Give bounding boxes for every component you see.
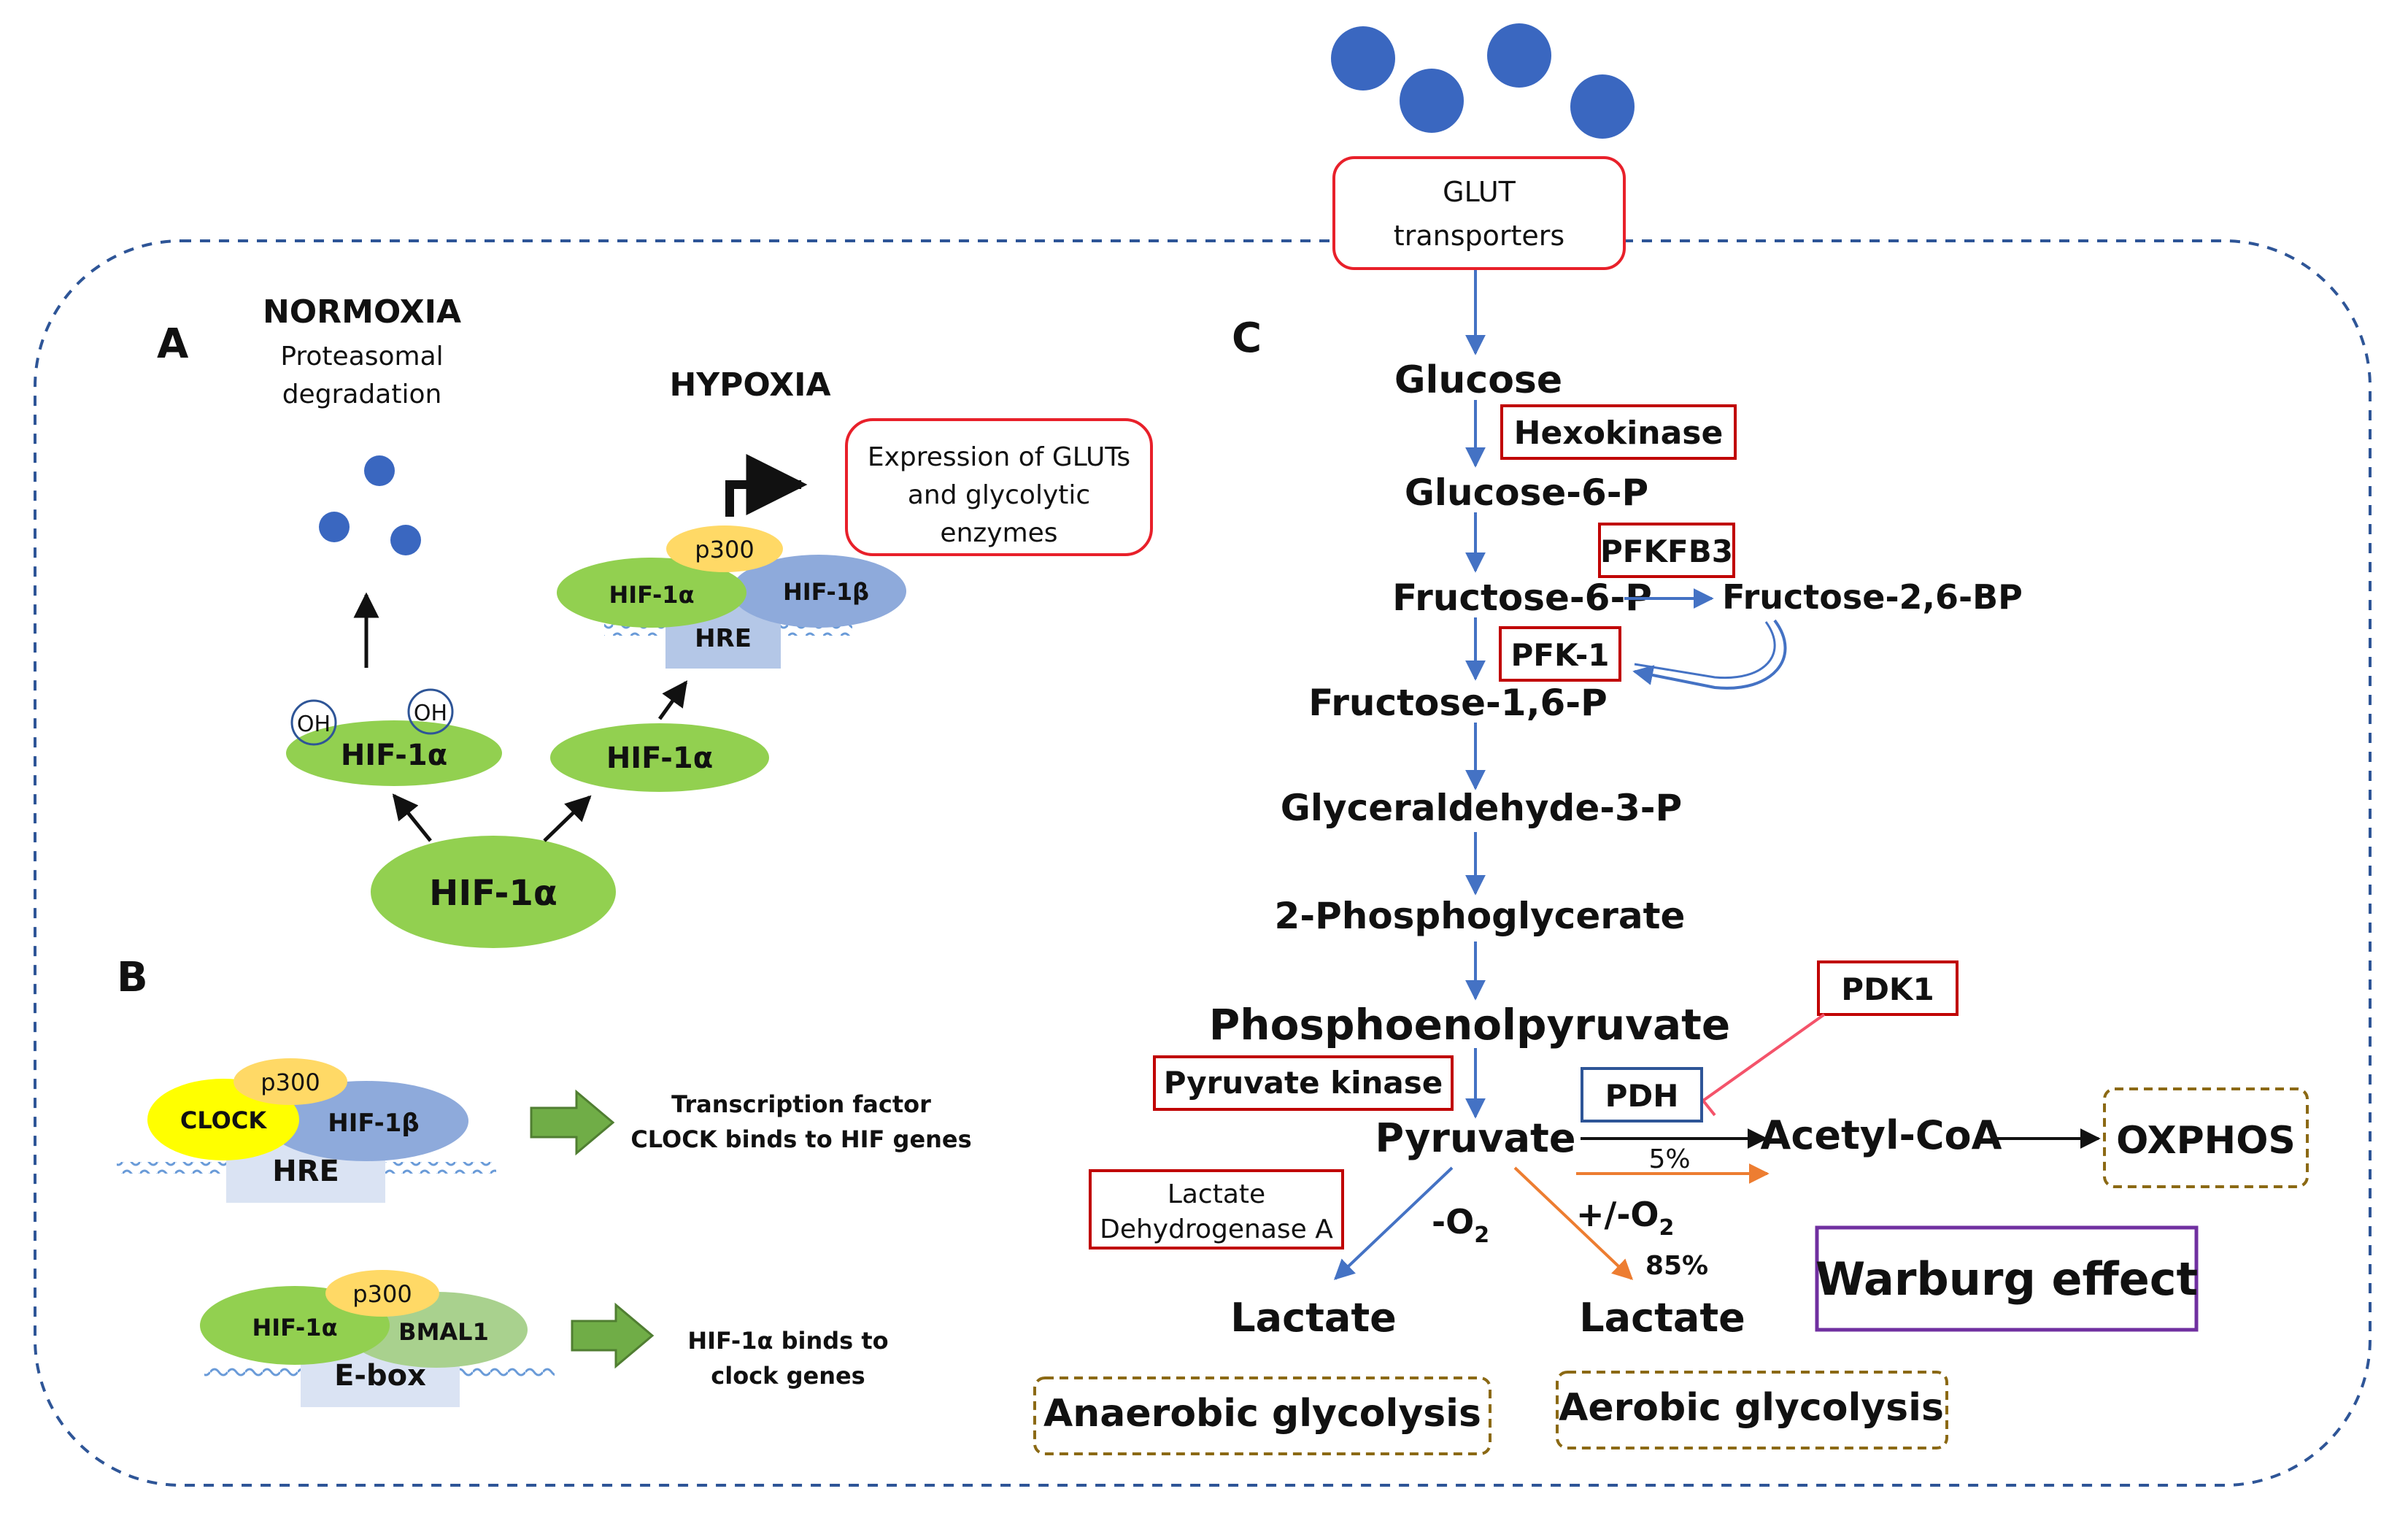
hif1b-label-hypoxia: HIF-1β [783, 578, 869, 606]
bmal1-text-line2: clock genes [711, 1362, 865, 1390]
oh-group-right [407, 688, 454, 735]
anaerobic-box [1033, 1376, 1492, 1455]
panel-label-b: B [117, 954, 148, 1001]
hexokinase-box [1500, 404, 1737, 460]
pfk1-box [1499, 626, 1621, 682]
panel-label-c: C [1232, 315, 1262, 362]
p300-label-hypoxia: p300 [695, 536, 754, 563]
ldh-line2: Dehydrogenase A [1100, 1214, 1333, 1244]
lactate-right-label: Lactate [1579, 1295, 1745, 1341]
arrow-stabilized-to-complex [657, 680, 688, 720]
anaerobic-label: Anaerobic glycolysis [1043, 1392, 1481, 1436]
hif1a-stabilized-label: HIF-1α [606, 742, 713, 775]
arrow-base-to-hydroxylated [392, 793, 432, 842]
glut-line1: GLUT [1443, 176, 1516, 208]
transcription-arrow [725, 454, 808, 517]
bmal1-text-line1: HIF-1α binds to [687, 1327, 888, 1355]
clock-label: CLOCK [180, 1106, 267, 1134]
fructose26bp-label: Fructose-2,6-BP [1722, 577, 2023, 617]
acetylcoa-label: Acetyl-CoA [1761, 1112, 2002, 1158]
f26bp-activation-arrow-inner [1634, 621, 1776, 679]
hexokinase-label: Hexokinase [1514, 415, 1724, 452]
hre-label-clock: HRE [272, 1155, 339, 1188]
fructose16p-label: Fructose-1,6-P [1308, 682, 1608, 724]
pfkfb3-label: PFKFB3 [1600, 534, 1733, 569]
arrow-pyruvate-to-lactate-anaerobic [1333, 1166, 1454, 1280]
arrow-pyruvate-to-lactate-aerobic [1513, 1166, 1634, 1280]
pfk1-label: PFK-1 [1510, 637, 1609, 673]
pdh-box [1581, 1067, 1703, 1123]
pfkfb3-box [1598, 523, 1735, 578]
arrow-base-to-stabilized [543, 795, 592, 842]
p300-clock [234, 1058, 347, 1105]
hre-label-hypoxia: HRE [695, 624, 752, 653]
plusminus-o2-label: +/-O2 [1576, 1195, 1674, 1241]
p300-label-bmal1: p300 [352, 1280, 412, 1308]
oxphos-box [2103, 1087, 2309, 1188]
pyruvate-kinase-box [1153, 1055, 1454, 1111]
oxphos-label: OXPHOS [2116, 1119, 2296, 1163]
pdk1-label: PDK1 [1841, 971, 1934, 1007]
green-arrow-bmal1 [571, 1302, 655, 1369]
warburg-box [1815, 1225, 2199, 1332]
p300-hypoxia [666, 525, 783, 572]
lactate-left-label: Lactate [1230, 1295, 1397, 1341]
hif1a-label-bmal1: HIF-1α [252, 1314, 337, 1341]
hypoxia-label: HYPOXIA [669, 366, 830, 404]
glut-line2: transporters [1394, 220, 1564, 252]
pct85-label: 85% [1645, 1251, 1708, 1281]
pep-label: Phosphoenolpyruvate [1209, 1000, 1730, 1050]
fructose6p-label: Fructose-6-P [1392, 577, 1652, 619]
clock-text-line1: Transcription factor [671, 1090, 931, 1118]
ldh-box [1089, 1169, 1344, 1249]
proteasomal-label-line1: Proteasomal [280, 342, 443, 371]
pyruvate-kinase-label: Pyruvate kinase [1164, 1065, 1443, 1101]
glucose-label: Glucose [1394, 358, 1562, 402]
degraded-fragments [319, 455, 421, 555]
hif1b-label-clock: HIF-1β [328, 1109, 419, 1138]
green-arrow-clock [530, 1089, 615, 1156]
phosphoglycerate-label: 2-Phosphoglycerate [1275, 895, 1686, 937]
aerobic-box [1556, 1371, 1948, 1449]
oh-label-right: OH [414, 701, 447, 726]
glyceraldehyde-label: Glyceraldehyde-3-P [1281, 787, 1682, 829]
oh-group-left [290, 699, 337, 746]
bmal1-label: BMAL1 [398, 1318, 489, 1346]
panel-label-a: A [157, 320, 189, 368]
hif1a-stabilized [550, 723, 769, 792]
oh-label-left: OH [297, 712, 331, 737]
warburg-label: Warburg effect [1815, 1252, 2198, 1306]
minus-o2-label: -O2 [1432, 1202, 1489, 1248]
pdh-label: PDH [1605, 1078, 1679, 1114]
hif1a-base-label: HIF-1α [429, 873, 557, 914]
hif1a-label-hypoxia: HIF-1α [609, 581, 694, 609]
proteasomal-label-line2: degradation [282, 380, 442, 409]
pyruvate-label: Pyruvate [1375, 1115, 1576, 1161]
hif1a-subunit-hypoxia [557, 558, 746, 628]
expression-line1: Expression of GLUTs [868, 442, 1130, 472]
glut-transporters-box [1332, 156, 1626, 270]
hif1b-subunit-hypoxia [731, 555, 906, 628]
aerobic-label: Aerobic glycolysis [1559, 1386, 1944, 1430]
hif1a-base [371, 836, 616, 948]
expression-box [845, 418, 1153, 556]
ldh-line1: Lactate [1168, 1179, 1265, 1209]
p300-bmal1 [325, 1270, 439, 1317]
normoxia-label: NORMOXIA [263, 293, 461, 331]
glucose6p-label: Glucose-6-P [1405, 471, 1648, 514]
pdk1-box [1817, 960, 1959, 1016]
glucose-molecules [1331, 23, 1635, 139]
expression-line2: and glycolytic [908, 480, 1090, 510]
expression-line3: enzymes [940, 518, 1057, 548]
pct5-label: 5% [1648, 1144, 1690, 1174]
hif1a-hydroxylated-label: HIF-1α [341, 739, 447, 772]
hif1a-hydroxylated [286, 720, 502, 786]
pdk1-inhibition-line [1702, 1013, 1826, 1102]
f26bp-activation-arrow [1632, 619, 1787, 690]
clock-text-line2: CLOCK binds to HIF genes [630, 1125, 971, 1153]
p300-label-clock: p300 [261, 1068, 320, 1096]
